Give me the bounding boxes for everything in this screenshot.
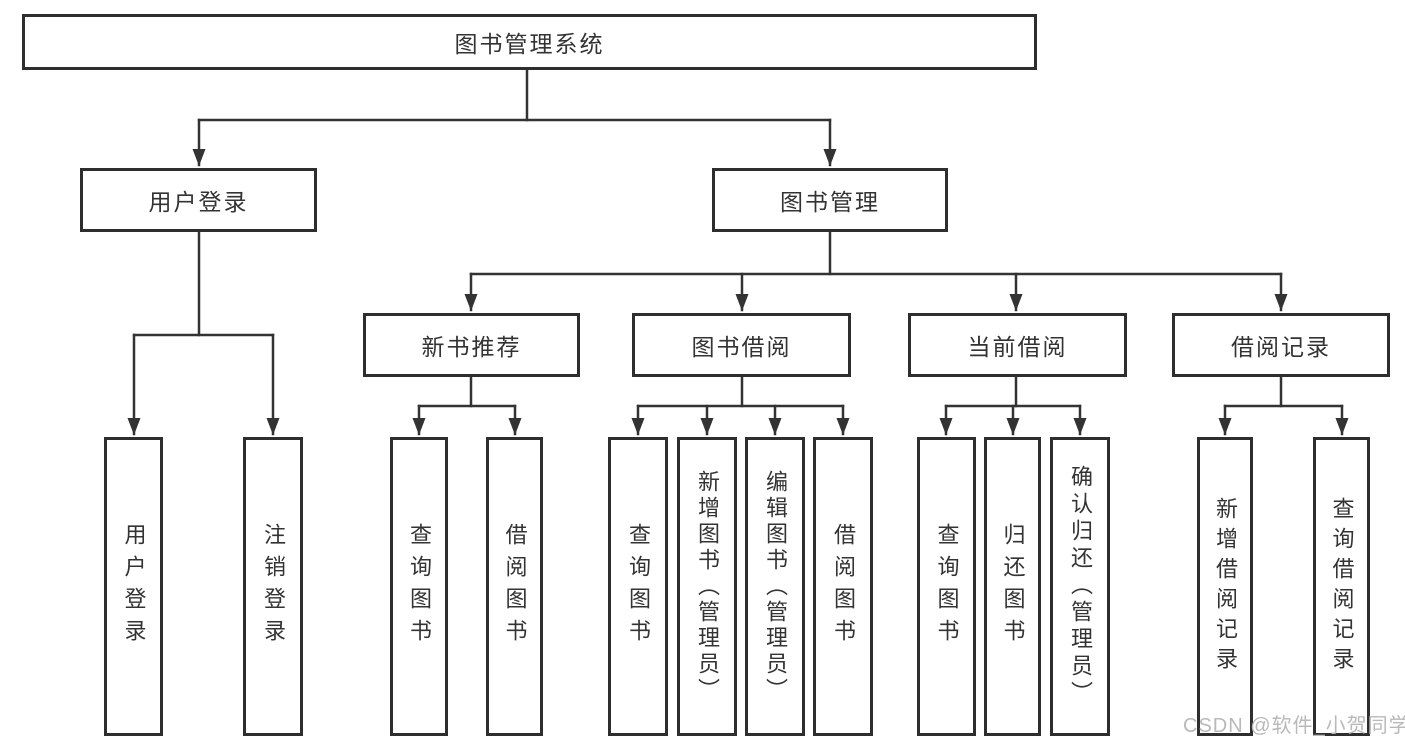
node-root: 图书管理系统 — [22, 14, 1037, 70]
node-current-borrowing-label: 当前借阅 — [967, 334, 1068, 360]
leaf-borrow-books-recommend: 借阅图书 — [486, 437, 543, 736]
leaf-edit-books-admin-label: 编辑图书（管理员） — [763, 469, 788, 704]
node-user-login: 用户登录 — [80, 168, 317, 232]
leaf-query-books-recommend: 查询图书 — [390, 437, 448, 736]
node-root-label: 图书管理系统 — [454, 31, 605, 57]
leaf-query-books-borrowing: 查询图书 — [608, 437, 668, 736]
node-new-book-recommend: 新书推荐 — [363, 313, 580, 377]
node-book-borrowing-label: 图书借阅 — [691, 334, 792, 360]
leaf-query-books-current-label: 查询图书 — [934, 522, 960, 651]
leaf-add-books-admin: 新增图书（管理员） — [677, 437, 737, 736]
leaf-edit-books-admin: 编辑图书（管理员） — [745, 437, 805, 736]
csdn-watermark: CSDN @软件_小贺同学 — [1183, 715, 1405, 737]
leaf-confirm-return-admin: 确认归还（管理员） — [1050, 437, 1110, 736]
node-new-book-recommend-label: 新书推荐 — [421, 334, 522, 360]
leaf-borrow-books-borrowing: 借阅图书 — [813, 437, 873, 736]
node-current-borrowing: 当前借阅 — [908, 313, 1127, 377]
node-borrowing-records-label: 借阅记录 — [1231, 334, 1331, 360]
leaf-user-login: 用户登录 — [104, 437, 163, 736]
leaf-user-login-label: 用户登录 — [121, 522, 147, 651]
leaf-query-borrow-record: 查询借阅记录 — [1313, 437, 1370, 736]
node-book-management: 图书管理 — [712, 168, 948, 232]
node-user-login-label: 用户登录 — [148, 189, 249, 215]
leaf-add-books-admin-label: 新增图书（管理员） — [695, 469, 720, 704]
leaf-return-books-label: 归还图书 — [1000, 522, 1026, 651]
leaf-borrow-books-recommend-label: 借阅图书 — [502, 522, 528, 651]
node-borrowing-records: 借阅记录 — [1172, 313, 1390, 377]
leaf-logout-label: 注销登录 — [261, 522, 286, 651]
leaf-query-borrow-record-label: 查询借阅记录 — [1329, 496, 1355, 677]
node-book-borrowing: 图书借阅 — [632, 313, 851, 377]
leaf-add-borrow-record-label: 新增借阅记录 — [1213, 496, 1238, 677]
leaf-query-books-borrowing-label: 查询图书 — [626, 522, 651, 651]
leaf-add-borrow-record: 新增借阅记录 — [1197, 437, 1253, 736]
leaf-query-books-recommend-label: 查询图书 — [407, 522, 432, 651]
node-book-management-label: 图书管理 — [780, 189, 880, 215]
leaf-confirm-return-admin-label: 确认归还（管理员） — [1068, 465, 1093, 708]
leaf-logout: 注销登录 — [243, 437, 303, 736]
leaf-query-books-current: 查询图书 — [917, 437, 976, 736]
leaf-borrow-books-borrowing-label: 借阅图书 — [831, 522, 856, 651]
leaf-return-books: 归还图书 — [984, 437, 1041, 736]
